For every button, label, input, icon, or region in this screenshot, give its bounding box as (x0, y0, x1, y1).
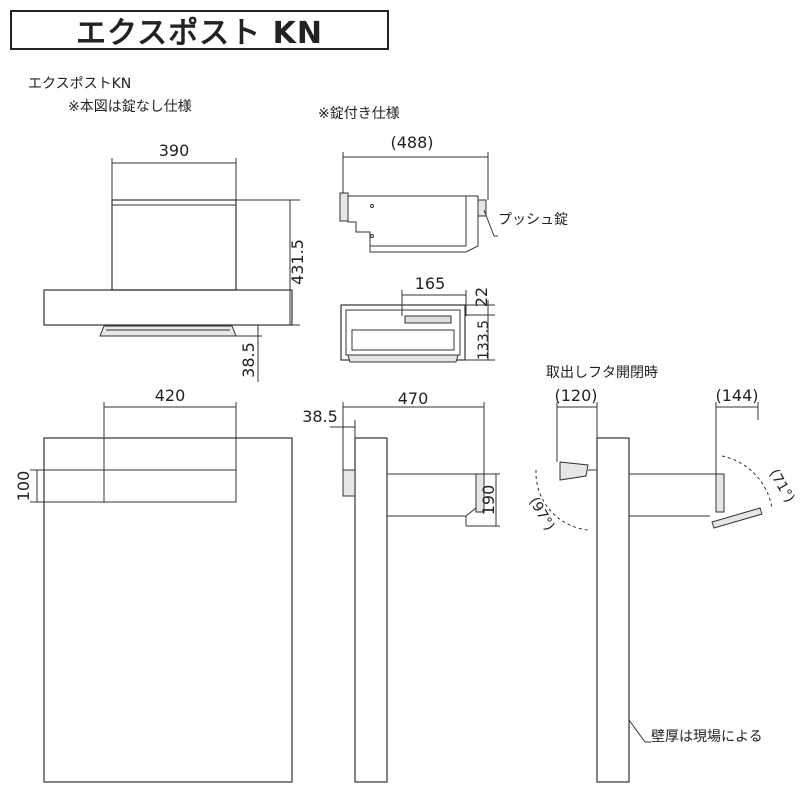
dim-angle-left: (97°) (526, 495, 558, 534)
page-title: エクスポスト KN (10, 10, 389, 51)
dim-front-width: 420 (155, 386, 186, 405)
dim-slot-width: 165 (415, 274, 446, 293)
open-state-view (535, 402, 773, 783)
push-lock-label: プッシュ錠 (498, 212, 568, 228)
dim-lock-depth: (488) (390, 133, 433, 152)
dim-top-bottom: 38.5 (239, 342, 258, 378)
slot-detail (340, 290, 495, 363)
dim-open-right: (144) (715, 386, 758, 405)
dim-top-height: 431.5 (288, 239, 307, 285)
dim-side-offset: 38.5 (302, 407, 338, 426)
note-no-lock-label: ※本図は錠なし仕様 (68, 99, 192, 115)
side-elevation (330, 402, 500, 783)
title-text: エクスポスト KN (76, 16, 323, 51)
dim-front-offset: 100 (14, 471, 33, 502)
wall-thickness-label: 壁厚は現場による (651, 729, 763, 745)
dim-open-left: (120) (554, 386, 597, 405)
open-close-label: 取出しフタ開閉時 (546, 365, 658, 381)
dim-top-width: 390 (159, 141, 190, 160)
dim-side-height: 190 (479, 485, 498, 516)
note-with-lock-label: ※錠付き仕様 (318, 106, 400, 122)
dim-slot-height: 133.5 (476, 320, 492, 360)
front-elevation (30, 402, 293, 783)
top-view (43, 158, 300, 382)
lock-view (339, 152, 498, 253)
dim-side-depth: 470 (398, 389, 429, 408)
model-name-label: エクスポストKN (28, 76, 132, 92)
dim-slot-top: 22 (472, 287, 491, 307)
